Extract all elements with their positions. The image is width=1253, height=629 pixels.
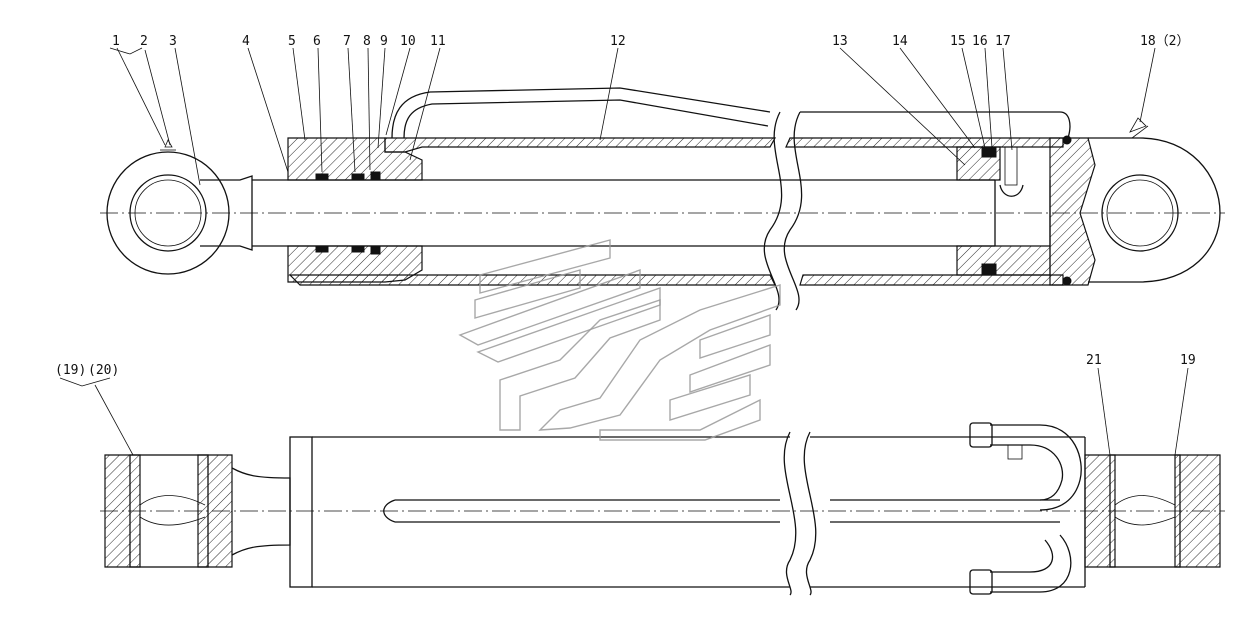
callout-12: 12 [610, 34, 626, 49]
callout-3: 3 [169, 34, 177, 49]
callout-11: 11 [430, 34, 446, 49]
callout-7: 7 [343, 34, 351, 49]
callout-8: 8 [363, 34, 371, 49]
oil-pipe [391, 87, 1071, 139]
cylinder-tube [288, 111, 1064, 311]
section-view [100, 47, 1225, 311]
callout-19-left: (19) [55, 363, 86, 378]
rod-eye-left [106, 139, 253, 275]
end-cap [1049, 135, 1096, 286]
callout-10: 10 [400, 34, 416, 49]
leader-lines-bottom [59, 367, 1189, 456]
pipe-lower [969, 534, 1072, 595]
callout-labels: 1 2 3 4 5 6 7 8 9 10 11 12 13 14 15 16 1… [55, 34, 1196, 378]
callout-13: 13 [832, 34, 848, 49]
callout-2: 2 [140, 34, 148, 49]
outside-view [59, 367, 1225, 596]
callout-1: 1 [112, 34, 120, 49]
piston [956, 146, 1051, 276]
gland [287, 137, 423, 283]
watermark-logo [458, 239, 781, 441]
callout-9: 9 [380, 34, 388, 49]
callout-14: 14 [892, 34, 908, 49]
barrel [289, 431, 1086, 596]
callout-19-right: 19 [1180, 353, 1196, 368]
callout-18: 18（2） [1140, 34, 1189, 49]
callout-5: 5 [288, 34, 296, 49]
callout-20: (20) [88, 363, 119, 378]
callout-4: 4 [242, 34, 250, 49]
pipe-upper [969, 422, 1082, 511]
callout-16: 16 [972, 34, 988, 49]
rod-eye-right [1088, 117, 1221, 283]
callout-17: 17 [995, 34, 1011, 49]
callout-15: 15 [950, 34, 966, 49]
leader-lines-top [109, 47, 1156, 186]
eye-left-section [104, 454, 291, 568]
callout-6: 6 [313, 34, 321, 49]
eye-right-section [1084, 454, 1221, 568]
callout-21: 21 [1086, 353, 1102, 368]
